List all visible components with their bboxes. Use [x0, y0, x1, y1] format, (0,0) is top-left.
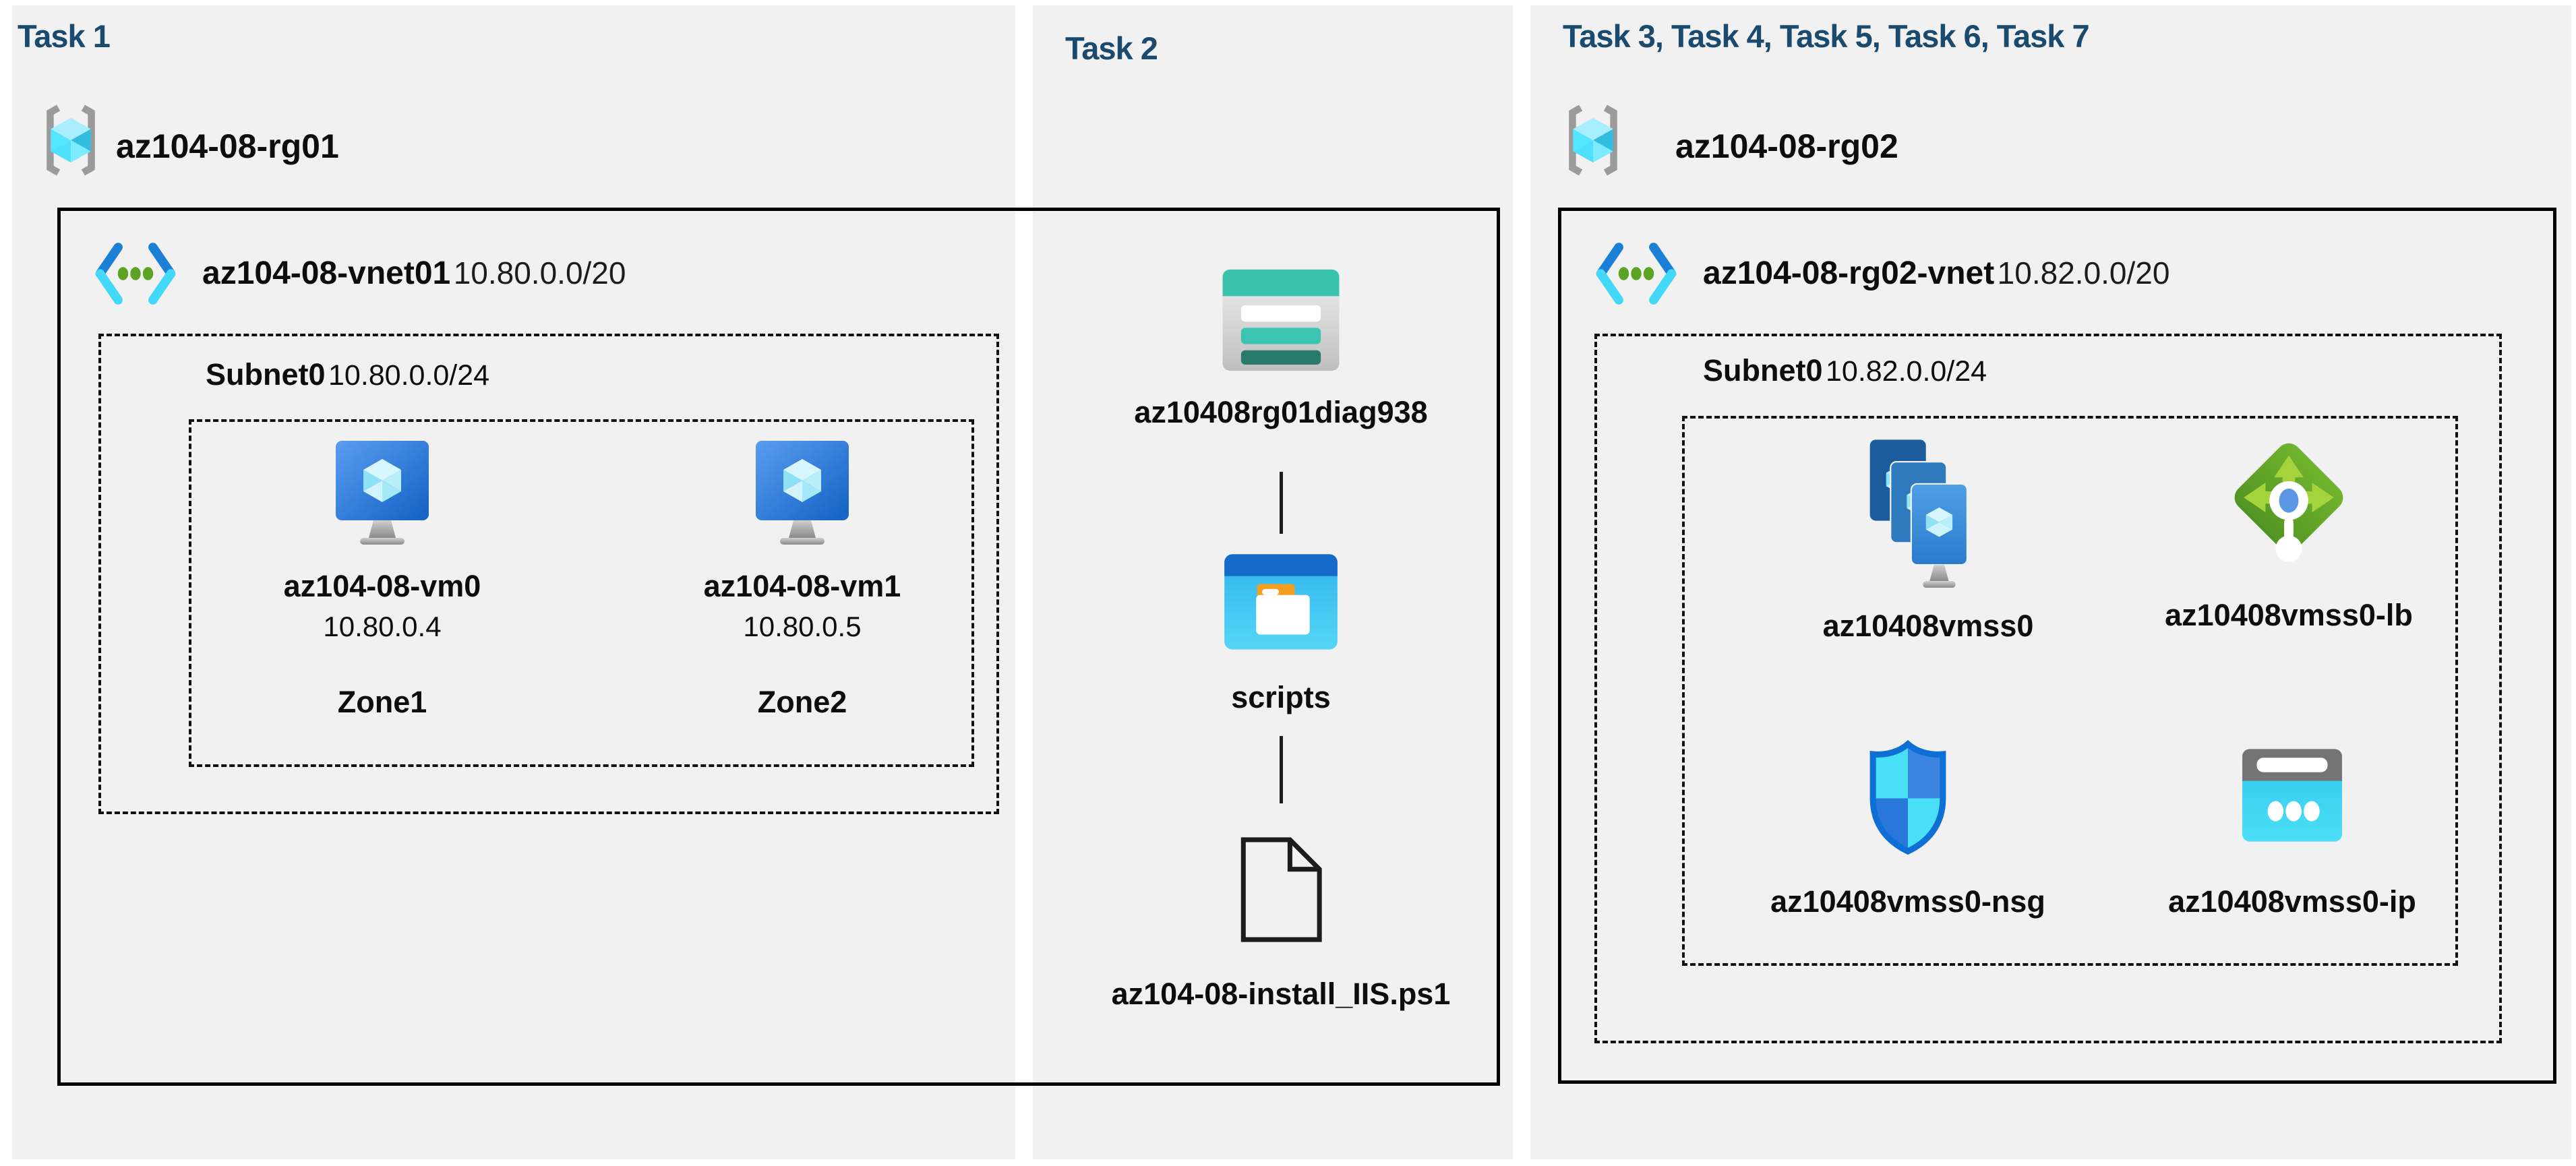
- load-balancer-icon: [2223, 437, 2355, 577]
- subnet2-name: Subnet0: [1703, 353, 1823, 388]
- connector-line: [1280, 736, 1283, 803]
- vnet1-cidr: 10.80.0.0/20: [453, 255, 626, 290]
- rg1-label: az104-08-rg01: [116, 127, 339, 165]
- storage-account-icon: [1220, 266, 1342, 374]
- resource-group-icon: [38, 99, 103, 181]
- resource-group-icon: [1561, 99, 1625, 181]
- script-file-icon: [1236, 828, 1326, 952]
- vnet1-label: az104-08-vnet01 10.80.0.0/20: [202, 255, 626, 292]
- vm-scale-set-icon: [1865, 437, 1991, 588]
- nsg-shield-icon: [1862, 738, 1954, 858]
- subnet1-box: [98, 334, 999, 814]
- vm0-name: az104-08-vm0: [283, 569, 481, 603]
- vmss-resources-box: [1682, 416, 2458, 966]
- connector-line: [1280, 472, 1283, 534]
- public-ip-icon: [2238, 745, 2347, 846]
- vm1-ip: 10.80.0.5: [743, 611, 862, 642]
- vnet2-label: az104-08-rg02-vnet 10.82.0.0/20: [1703, 255, 2169, 292]
- storage-account-label: az10408rg01diag938: [1134, 395, 1428, 429]
- task3-header: Task 3, Task 4, Task 5, Task 6, Task 7: [1563, 18, 2090, 54]
- vm0-node: az104-08-vm0 10.80.0.4 Zone1: [261, 437, 504, 720]
- vm0-zone: Zone1: [337, 685, 427, 719]
- rg2-label: az104-08-rg02: [1675, 127, 1898, 165]
- subnet1-label: Subnet0 10.80.0.0/24: [206, 357, 489, 392]
- virtual-machine-icon: [752, 437, 853, 548]
- public-ip-node: az10408vmss0-ip: [2103, 745, 2481, 919]
- storage-account-node: az10408rg01diag938: [1092, 266, 1470, 430]
- vm0-ip: 10.80.0.4: [323, 611, 442, 642]
- vnet1-boundary-box: [57, 208, 1500, 1086]
- nsg-label: az10408vmss0-nsg: [1770, 884, 2045, 919]
- vm1-zone: Zone2: [757, 685, 847, 719]
- vm1-node: az104-08-vm1 10.80.0.5 Zone2: [681, 437, 924, 720]
- vm1-name: az104-08-vm1: [703, 569, 901, 603]
- vmss-node: az10408vmss0: [1739, 437, 2117, 644]
- virtual-network-icon: [90, 237, 181, 310]
- panel-task3: [1530, 5, 2571, 1159]
- vnet2-name: az104-08-rg02-vnet: [1703, 255, 1995, 291]
- public-ip-label: az10408vmss0-ip: [2168, 884, 2416, 919]
- nsg-node: az10408vmss0-nsg: [1719, 738, 2097, 919]
- availability-zones-box: [189, 419, 974, 767]
- task2-header: Task 2: [1065, 30, 1158, 66]
- virtual-network-icon: [1591, 237, 1681, 310]
- vnet2-cidr: 10.82.0.0/20: [1997, 255, 2170, 290]
- vmss-label: az10408vmss0: [1822, 609, 2034, 643]
- subnet2-box: [1594, 334, 2502, 1043]
- subnet2-label: Subnet0 10.82.0.0/24: [1703, 353, 1987, 388]
- subnet1-cidr: 10.80.0.0/24: [328, 359, 490, 392]
- scripts-folder-node: scripts: [1092, 551, 1470, 715]
- load-balancer-label: az10408vmss0-lb: [2165, 598, 2413, 632]
- panel-task1: [12, 5, 1015, 1159]
- load-balancer-node: az10408vmss0-lb: [2100, 437, 2478, 633]
- vnet1-name: az104-08-vnet01: [202, 255, 451, 291]
- task1-header: Task 1: [18, 18, 111, 54]
- subnet1-name: Subnet0: [206, 357, 326, 392]
- script-file-label: az104-08-install_IIS.ps1: [1111, 977, 1451, 1011]
- scripts-folder-label: scripts: [1231, 680, 1331, 714]
- vnet2-boundary-box: [1558, 208, 2556, 1084]
- script-file-node: az104-08-install_IIS.ps1: [1092, 828, 1470, 1012]
- folder-icon: [1221, 551, 1341, 652]
- virtual-machine-icon: [332, 437, 433, 548]
- subnet2-cidr: 10.82.0.0/24: [1825, 355, 1987, 388]
